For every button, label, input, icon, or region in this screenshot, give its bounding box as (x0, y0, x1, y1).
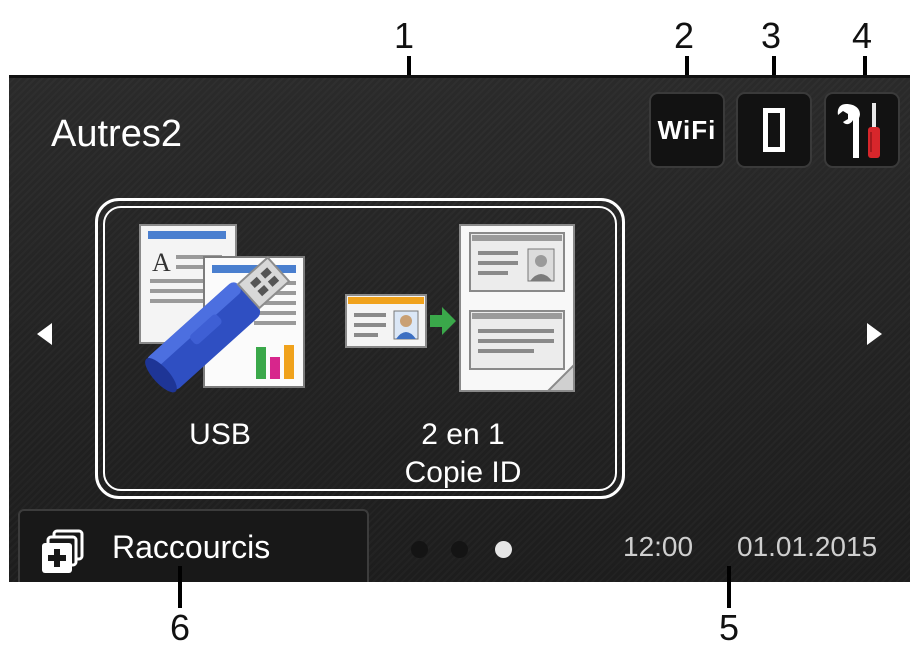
app-id-copy-label-line1: 2 en 1 (421, 418, 505, 451)
usb-icon: A (139, 224, 305, 393)
wifi-button[interactable]: WiFi (649, 92, 725, 168)
page-dot-2 (451, 541, 468, 558)
svg-text:A: A (152, 248, 171, 277)
callout-1: 1 (393, 15, 415, 56)
toner-icon (763, 108, 785, 152)
screen-top-edge (9, 75, 910, 78)
shortcuts-label: Raccourcis (112, 529, 271, 565)
triangle-left-icon[interactable] (37, 323, 52, 345)
page-dot-1 (411, 541, 428, 558)
app-id-copy-label-line2: Copie ID (404, 456, 522, 489)
leader-6 (178, 566, 182, 608)
wifi-icon: WiFi (657, 114, 717, 145)
leader-5 (727, 566, 731, 608)
callout-4: 4 (851, 15, 873, 56)
lcd-screen: Autres2 WiFi A (9, 75, 910, 582)
shortcuts-icon (42, 529, 84, 573)
page-dot-3-active (495, 541, 512, 558)
app-usb[interactable]: A (120, 221, 320, 481)
id-copy-icon (345, 224, 575, 392)
app-id-copy[interactable]: 2 en 1 Copie ID (338, 221, 588, 489)
app-group: A (95, 198, 625, 499)
tools-icon (837, 103, 880, 158)
clock-date: 01.01.2015 (737, 531, 878, 562)
callout-5: 5 (718, 607, 740, 648)
shortcuts-button[interactable]: Raccourcis (18, 509, 369, 582)
app-usb-label: USB (189, 418, 251, 451)
settings-button[interactable] (824, 92, 900, 168)
callout-6: 6 (169, 607, 191, 648)
screen-title: Autres2 (51, 113, 182, 155)
callout-3: 3 (760, 15, 782, 56)
app-group-inner-border (103, 206, 617, 491)
clock-time: 12:00 (623, 531, 694, 562)
triangle-right-icon[interactable] (867, 323, 882, 345)
callout-2: 2 (673, 15, 695, 56)
toner-button[interactable] (736, 92, 812, 168)
